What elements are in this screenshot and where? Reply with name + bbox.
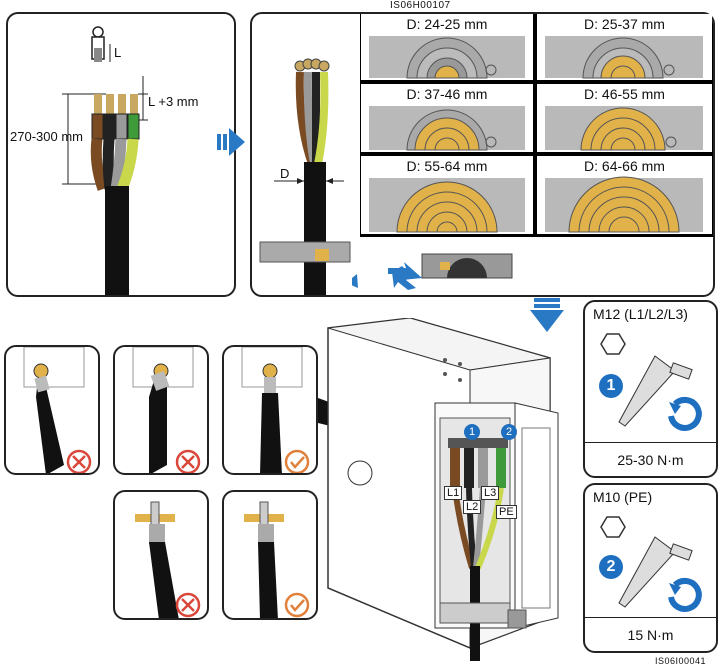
crimp-illustration [132, 347, 194, 473]
socket-wrench-illustration [599, 516, 702, 612]
torque-value: 25-30 N·m [617, 452, 684, 468]
tool-divider [585, 617, 716, 618]
inverter-illustration [318, 318, 559, 661]
label-l1: L1 [444, 486, 463, 500]
seal-cross-section [545, 176, 703, 233]
step-number-2: 2 [606, 558, 616, 575]
wire-black [102, 94, 116, 190]
seal-cross-section [369, 36, 525, 79]
cable-d-label: D [280, 166, 290, 181]
diameter-cell-1: D: 25-37 mm [537, 14, 712, 80]
tool-divider [585, 442, 716, 443]
terminal-callout-2: 2 [501, 424, 517, 440]
wire-pe [116, 94, 140, 192]
wire-grey [110, 94, 128, 190]
footer-code: IS06I00041 [655, 656, 707, 666]
diameter-cell-3: D: 46-55 mm [537, 84, 712, 152]
arrow-down-icon [530, 298, 564, 332]
crimp-correct-1 [222, 345, 318, 475]
diameter-label: D: 24-25 mm [406, 16, 488, 32]
crimp-illustration [135, 501, 179, 618]
crimp-wrong-3 [113, 490, 209, 620]
terminal-lug-icon [91, 26, 105, 62]
diameter-label: D: 25-37 mm [584, 16, 665, 32]
ok-icon [284, 449, 310, 473]
label-l3: L3 [481, 486, 500, 500]
seal-assembly [352, 253, 513, 290]
diameter-label: D: 37-46 mm [406, 86, 488, 102]
crimp-illustration [244, 501, 284, 618]
cable-diagram [259, 58, 351, 295]
crimp-correct-2 [222, 490, 318, 620]
strip-diagram [62, 26, 148, 295]
crimp-illustration [241, 347, 303, 473]
hex-bolt-icon [600, 333, 626, 355]
strip-l-plus-label: L +3 mm [148, 94, 199, 109]
torque-value: 15 N·m [627, 627, 674, 643]
arrow-right-icon [217, 128, 245, 156]
diameter-label: D: 64-66 mm [584, 158, 665, 174]
tool-title: M12 (L1/L2/L3) [593, 306, 688, 322]
diameter-cell-4: D: 55-64 mm [361, 156, 533, 234]
crimp-wrong-1 [4, 345, 100, 475]
diameter-label: D: 46-55 mm [584, 86, 665, 102]
strip-l-label: L [114, 45, 122, 60]
hex-bolt-icon [600, 516, 626, 538]
seal-cross-section [545, 36, 703, 79]
seal-cross-section [545, 106, 703, 151]
wrong-icon [175, 449, 201, 473]
socket-wrench-illustration [599, 333, 702, 431]
strip-length-label: 270-300 mm [10, 129, 83, 144]
diameter-cell-2: D: 37-46 mm [361, 84, 533, 152]
blue-arrow-icon [352, 274, 358, 288]
terminal-bolts [450, 448, 506, 488]
wrong-icon [66, 449, 92, 473]
cable-jacket [105, 186, 129, 295]
crimp-wrong-2 [113, 345, 209, 475]
strip-panel: L L +3 mm 270-300 mm [6, 12, 236, 297]
wrong-icon [175, 592, 201, 618]
tool-panel-m10: M10 (PE) 2 15 N·m [583, 483, 718, 653]
diameter-cell-0: D: 24-25 mm [361, 14, 533, 80]
label-pe: PE [496, 505, 517, 519]
header-code: IS06H00107 [390, 0, 451, 11]
label-l2: L2 [463, 500, 482, 514]
wire-brown [90, 94, 109, 191]
terminal-callout-1: 1 [464, 424, 480, 440]
seal-cross-section [369, 178, 525, 233]
tool-title: M10 (PE) [593, 489, 653, 505]
tool-panel-m12: M12 (L1/L2/L3) 1 25-30 N·m [583, 300, 718, 478]
seal-cross-section [369, 106, 525, 151]
ok-icon [284, 592, 310, 618]
step-number-1: 1 [606, 377, 616, 394]
diameter-cell-5: D: 64-66 mm [537, 156, 712, 234]
crimp-illustration [23, 347, 85, 473]
diameter-label: D: 55-64 mm [406, 158, 488, 174]
